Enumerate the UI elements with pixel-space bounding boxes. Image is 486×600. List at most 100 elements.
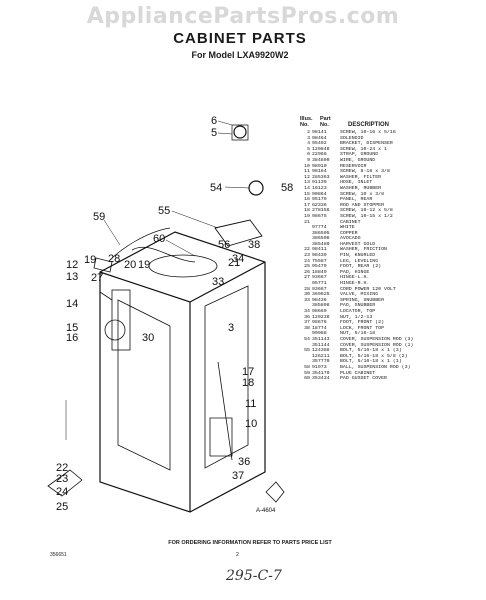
illus-no: 30: [304, 292, 310, 298]
part-description: LOCATOR, TOP: [340, 309, 376, 314]
part-no: 98436: [312, 297, 327, 303]
callout: 16: [66, 332, 78, 344]
illus-no: 5: [307, 146, 310, 152]
part-description: CORD POWER 120 VOLT: [340, 286, 396, 292]
illus-no: 58: [304, 364, 310, 370]
part-description: PAD, SNUBBER: [340, 303, 376, 309]
part-no: 278156: [312, 208, 330, 214]
part-description: STRAP, GROUND: [340, 152, 379, 158]
part-description: WHITE: [340, 225, 355, 231]
part-no: 75587: [312, 258, 327, 264]
page-subtitle: For Model LXA9920W2: [191, 50, 289, 60]
illus-no: 18: [304, 208, 310, 214]
callout: 58: [281, 182, 293, 194]
callout: 59: [93, 211, 105, 223]
callout: 24: [56, 486, 68, 498]
part-description: COVER, SUSPENSION ROD (1): [340, 342, 414, 348]
part-no: 93667: [312, 286, 327, 292]
part-no: 18849: [312, 269, 327, 275]
illus-no: 9: [307, 157, 310, 163]
part-description: SPRING, SNUBBER: [340, 297, 385, 303]
part-no: 95479: [312, 264, 327, 270]
part-description: COVER, SUSPENSION ROD (3): [340, 336, 414, 342]
document-code: 356651: [50, 552, 67, 558]
callout: 30: [142, 332, 154, 344]
callout: 33: [212, 276, 224, 288]
part-no: 91139: [312, 180, 327, 186]
illus-no: 17: [304, 202, 310, 208]
illus-no: 15: [304, 191, 310, 197]
part-no: 95492: [312, 141, 327, 147]
part-no: 22966: [312, 152, 327, 158]
part-no: 90988: [312, 331, 327, 337]
part-description: PAD GUSSET COVER: [340, 376, 387, 382]
part-no: 98669: [312, 309, 327, 314]
callout: 25: [56, 501, 68, 513]
illus-no: 33: [304, 297, 310, 303]
part-description: SCREW, 8-18 x 3/8: [340, 169, 390, 175]
illus-no: 10: [304, 163, 310, 169]
part-no: 351143: [312, 336, 330, 342]
part-no: 98164: [312, 169, 327, 175]
exploded-parts-diagram: 6 5 58 54 55 59 60 56 21 38 12 19 20 28 …: [47, 115, 293, 514]
part-description: SCREW, 10-24 x 1: [340, 146, 387, 152]
illus-no: 26: [304, 269, 310, 275]
illus-no: 13: [304, 180, 310, 186]
part-no: 98439: [312, 253, 327, 259]
callout: 5: [211, 127, 217, 139]
part-description: HOSE, INLET: [340, 180, 373, 186]
part-description: PLUG CABINET: [340, 370, 376, 376]
part-description: WIRE, GROUND: [340, 157, 376, 163]
part-no: 386505: [312, 230, 330, 236]
illus-no: 12: [304, 174, 310, 180]
part-description: BOLT, 5/16-18 x 1 (1): [340, 359, 402, 365]
part-no: 98675: [312, 213, 327, 219]
part-description: WASHER, FRICTION: [340, 247, 387, 253]
callout: 38: [248, 239, 260, 251]
part-description: HARVEST GOLD: [340, 241, 376, 247]
part-description: HINGE-R.H.: [340, 281, 370, 287]
callout: 19: [84, 254, 96, 266]
part-no: 98411: [312, 247, 327, 253]
part-description: FOOT, FRONT (2): [340, 320, 385, 326]
part-description: CABINET: [340, 219, 361, 225]
part-no: 90864: [312, 191, 327, 197]
illus-no: 25: [304, 264, 310, 270]
callout: 20: [124, 259, 136, 271]
part-description: SCREW, 10-12 x 5/8: [340, 208, 393, 214]
page-number: 2: [236, 552, 239, 558]
part-no: 91973: [312, 364, 327, 370]
illus-no: 55: [304, 348, 310, 354]
col-part-header: Part No.: [320, 116, 331, 128]
part-no: 354179: [312, 370, 330, 376]
callout: 55: [158, 205, 170, 217]
part-no: 385480: [312, 241, 330, 247]
part-no: 98910: [312, 163, 327, 169]
part-no: 93667: [312, 275, 327, 281]
illus-no: 54: [304, 336, 310, 342]
part-description: PANEL, REAR: [340, 197, 373, 203]
part-description: SOLENOID: [340, 135, 364, 141]
part-no: 386506: [312, 236, 330, 242]
